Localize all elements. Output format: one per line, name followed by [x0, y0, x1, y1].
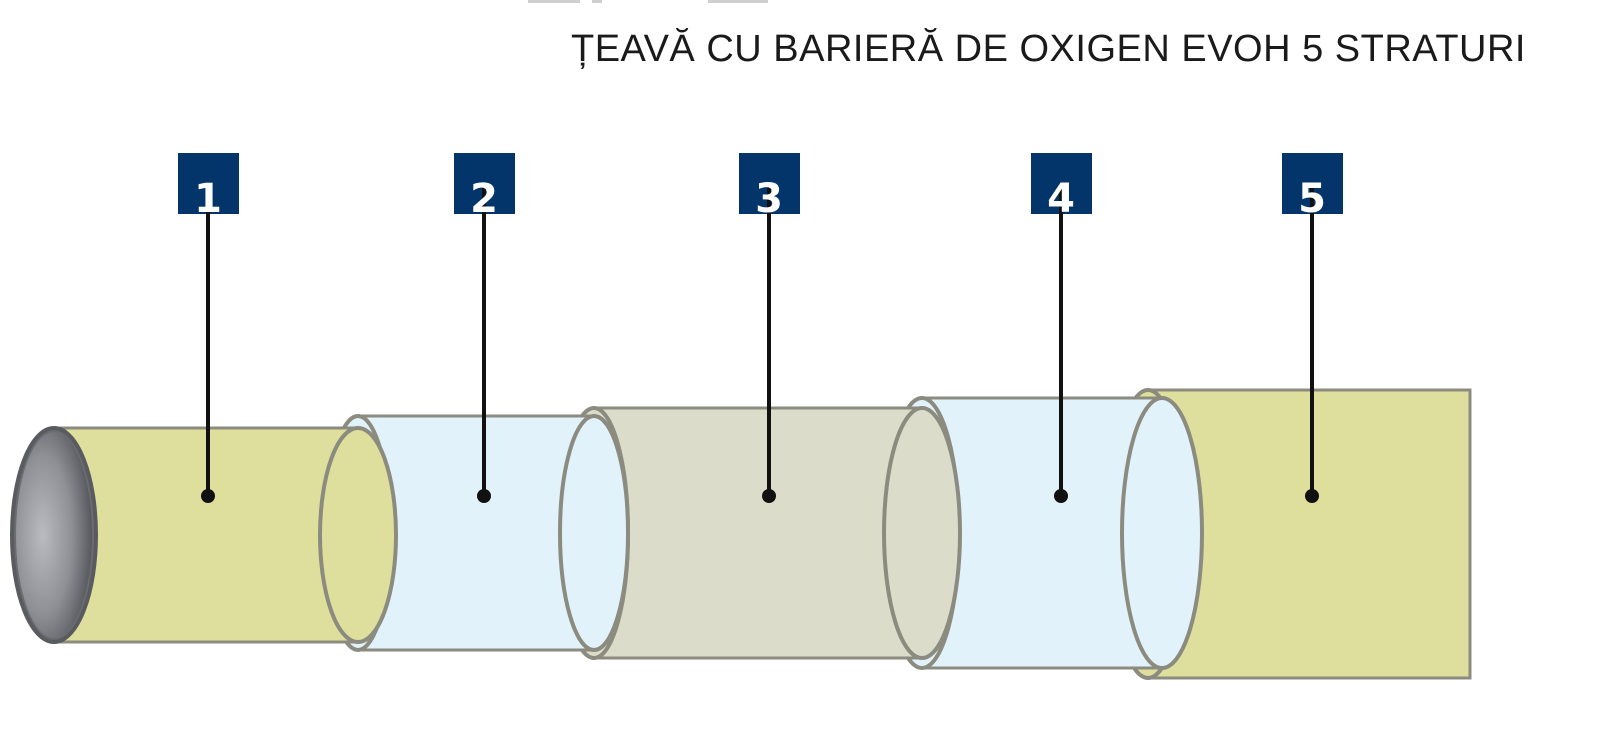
callout-1: 1 [178, 153, 239, 503]
callout-number: 5 [1298, 176, 1326, 222]
callout-3: 3 [739, 153, 800, 503]
leader-dot [201, 489, 215, 503]
layer-3-body [592, 406, 924, 660]
callout-number: 3 [755, 176, 783, 222]
leader-dot [477, 489, 491, 503]
pipe-layer-1 [10, 426, 398, 644]
layer-3-right-end [882, 406, 962, 660]
callout-number: 4 [1047, 176, 1075, 222]
leader-dot [1305, 489, 1319, 503]
layer-2-right-end [558, 414, 630, 652]
diagram-title: ȚEAVĂ CU BARIERĂ DE OXIGEN EVOH 5 STRATU… [571, 28, 1526, 70]
callout-number: 1 [194, 176, 222, 222]
callout-4: 4 [1031, 153, 1092, 503]
callout-2: 2 [454, 153, 515, 503]
leader-dot [762, 489, 776, 503]
layer-1-right-end [318, 426, 398, 644]
layer-4-right-end [1120, 396, 1204, 670]
leader-dot [1054, 489, 1068, 503]
top-edge-fragment [528, 0, 778, 4]
callout-number: 2 [470, 176, 498, 222]
callout-5: 5 [1282, 153, 1343, 503]
pipe-bore [16, 432, 92, 638]
